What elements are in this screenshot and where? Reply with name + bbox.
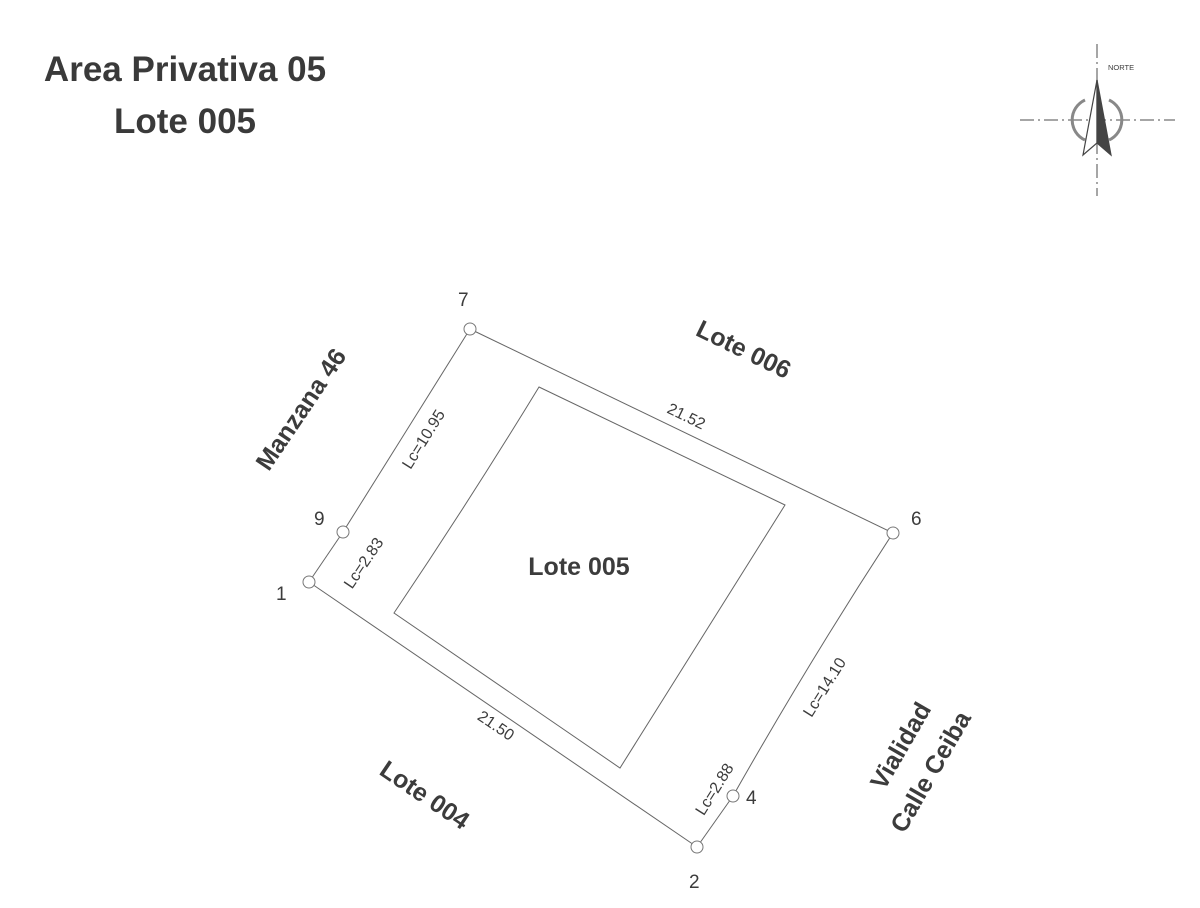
title-line-2: Lote 005 [114,102,256,141]
vertex-markers [302,322,900,854]
neighbor-north: Lote 006 [692,315,795,385]
point-7: 7 [458,290,469,311]
building-footprint [393,386,786,769]
dim-arc-4-2: Lc=2.88 [693,761,738,819]
point-2: 2 [689,872,700,893]
dim-arc-1-9: Lc=2.83 [341,535,387,592]
north-arrow-icon: NORTE [1020,44,1175,196]
lot-boundary [308,328,894,848]
dim-arc-6-4: Lc=14.10 [800,655,850,720]
point-1: 1 [276,584,287,605]
lot-label: Lote 005 [528,553,630,581]
point-6: 6 [911,509,922,530]
neighbor-south: Lote 004 [375,755,475,835]
dim-edge-1-2: 21.50 [474,708,517,745]
title-line-1: Area Privativa 05 [43,50,327,89]
dim-arc-9-7: Lc=10.95 [399,407,449,472]
dim-edge-7-6: 21.52 [664,401,708,434]
north-label: NORTE [1108,63,1134,72]
neighbor-west: Manzana 46 [251,344,353,476]
point-9: 9 [314,509,325,530]
point-4: 4 [746,788,757,809]
